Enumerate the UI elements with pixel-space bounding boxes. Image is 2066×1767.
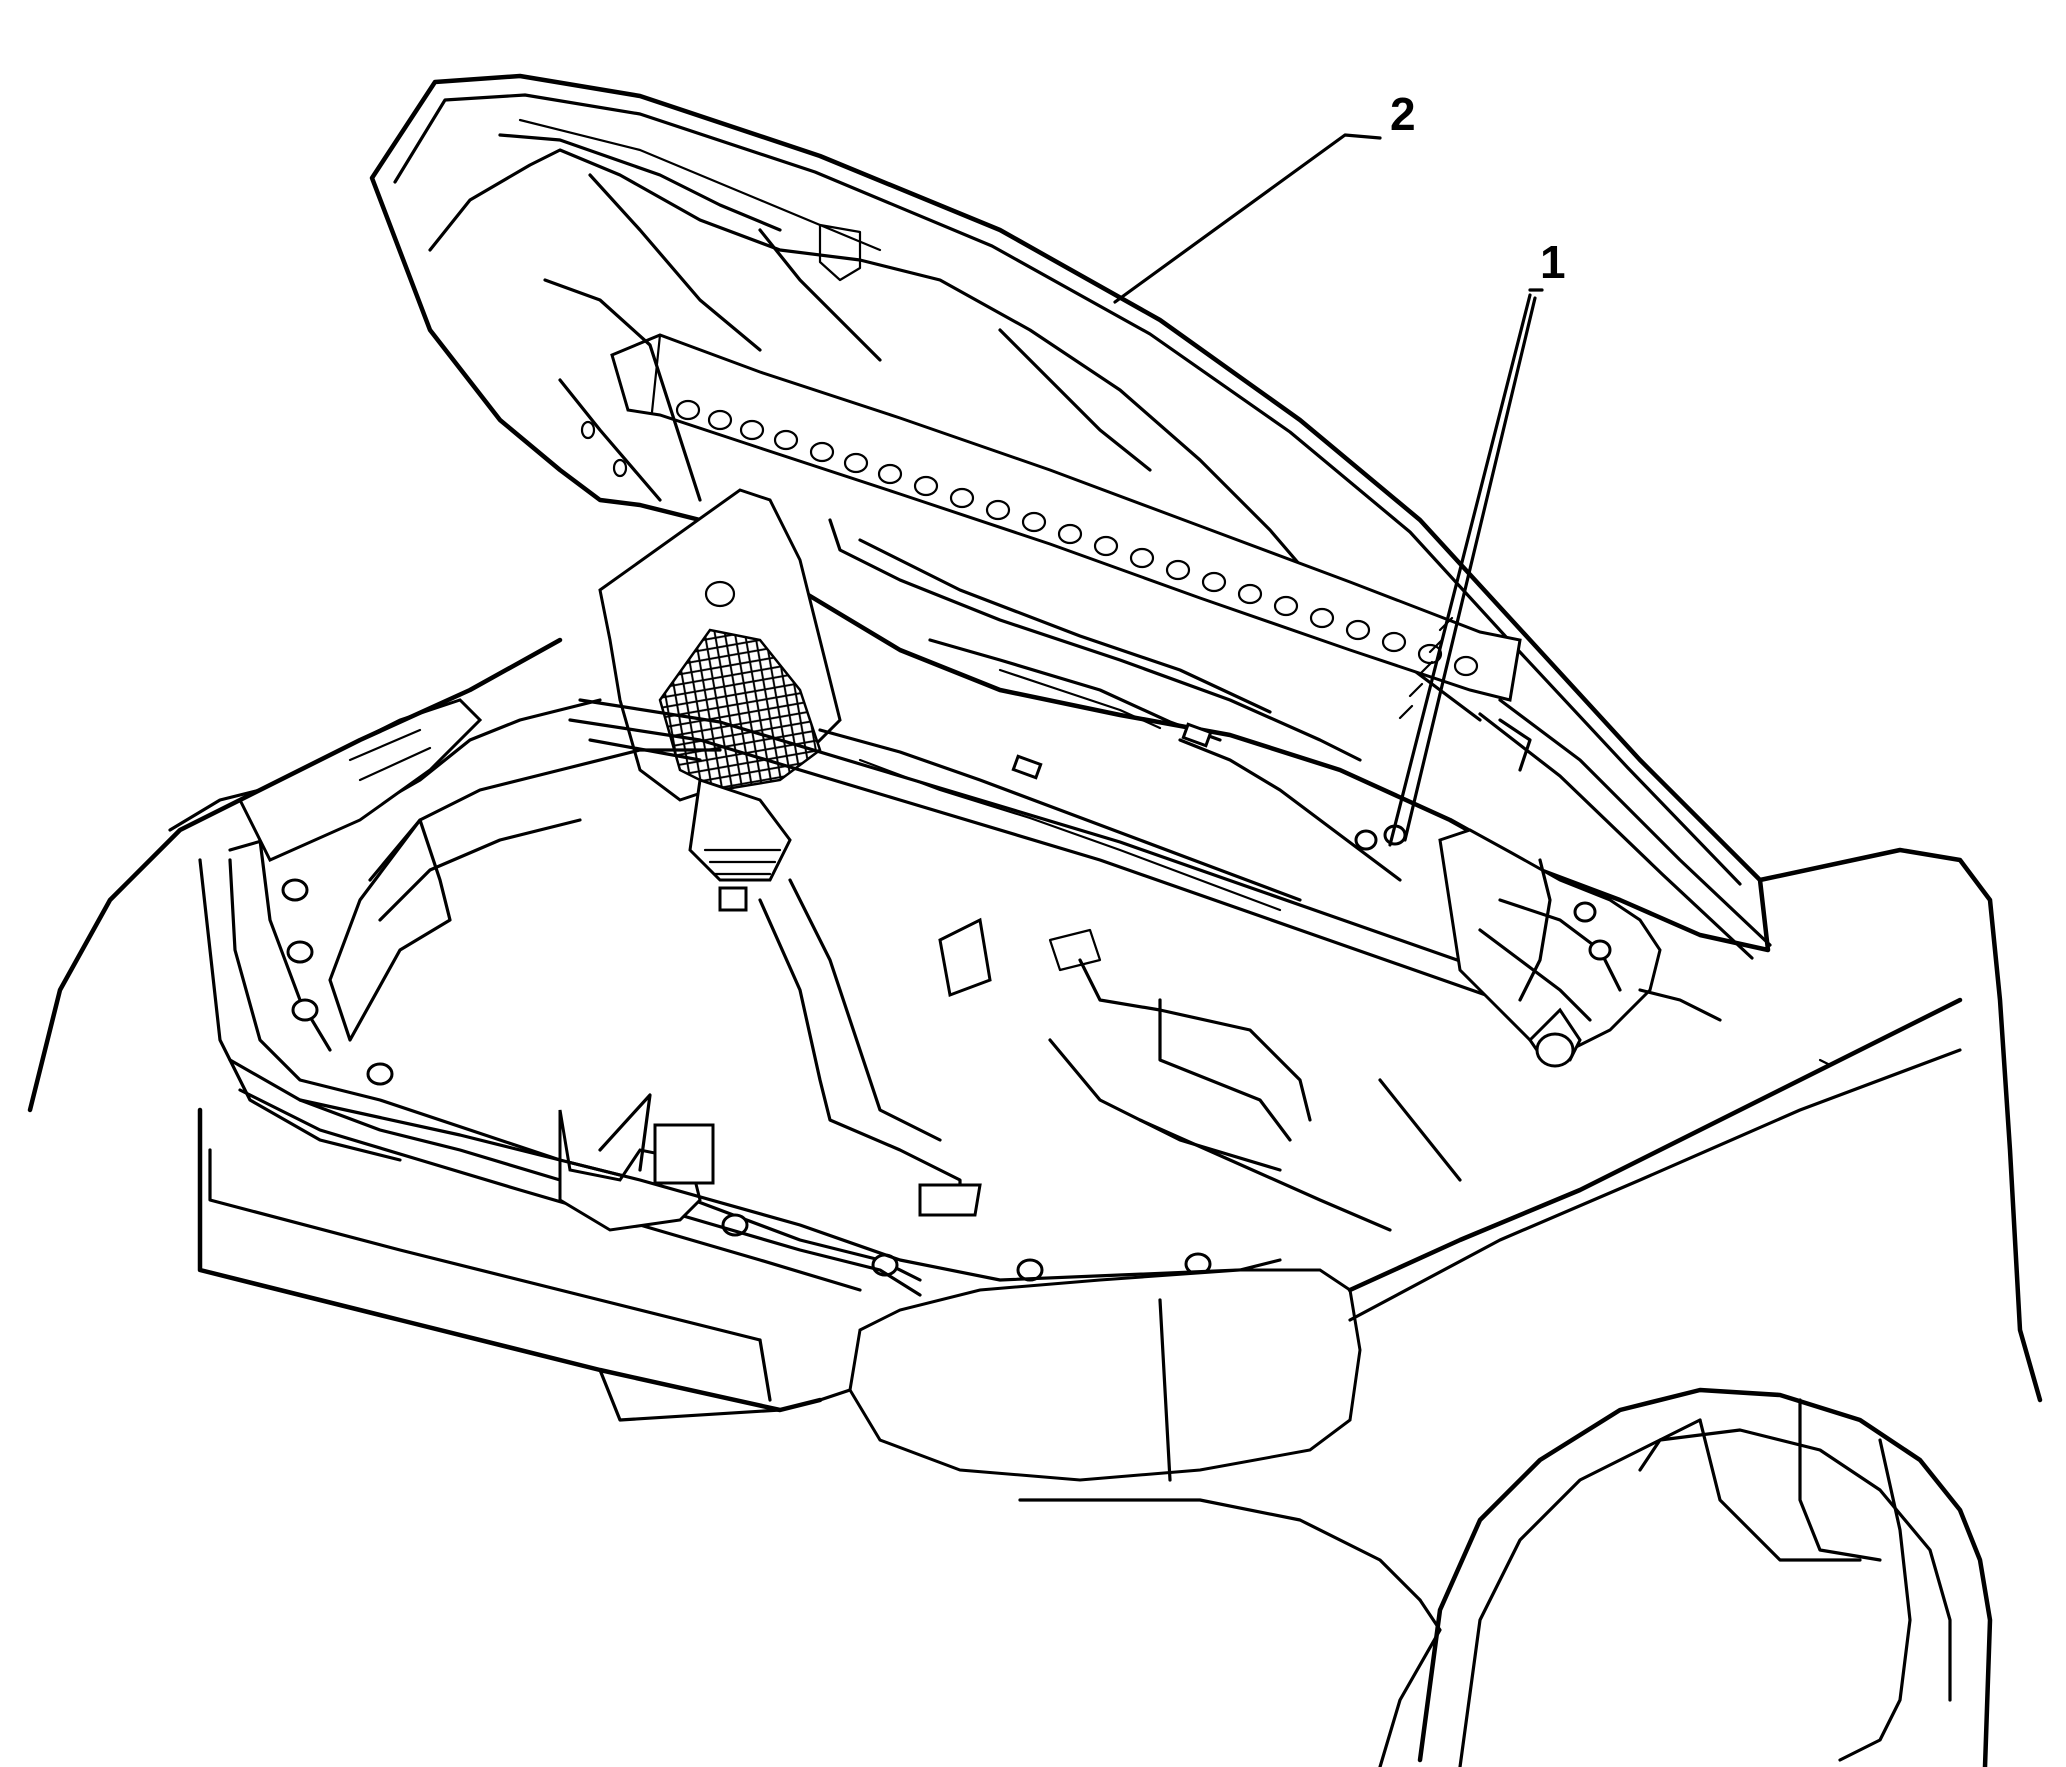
callout-2-label: 2 xyxy=(1390,88,1416,140)
callout-1-leader-a xyxy=(1388,293,1532,847)
callout-1: 1 xyxy=(1388,236,1566,847)
vehicle-body xyxy=(27,637,2043,1767)
hood-panel xyxy=(369,73,1771,953)
callout-1-label: 1 xyxy=(1540,236,1566,288)
engine-compartment xyxy=(228,698,1462,1297)
callout-2: 2 xyxy=(1113,88,1416,304)
crossmember-holes xyxy=(675,399,1479,677)
hood-strut xyxy=(1478,698,1772,960)
radiator-support-bolts xyxy=(281,878,1212,1282)
callout-1-leader-b xyxy=(1403,296,1537,842)
hood-hinge xyxy=(1354,824,1722,1068)
callout-2-leader xyxy=(1113,133,1382,304)
